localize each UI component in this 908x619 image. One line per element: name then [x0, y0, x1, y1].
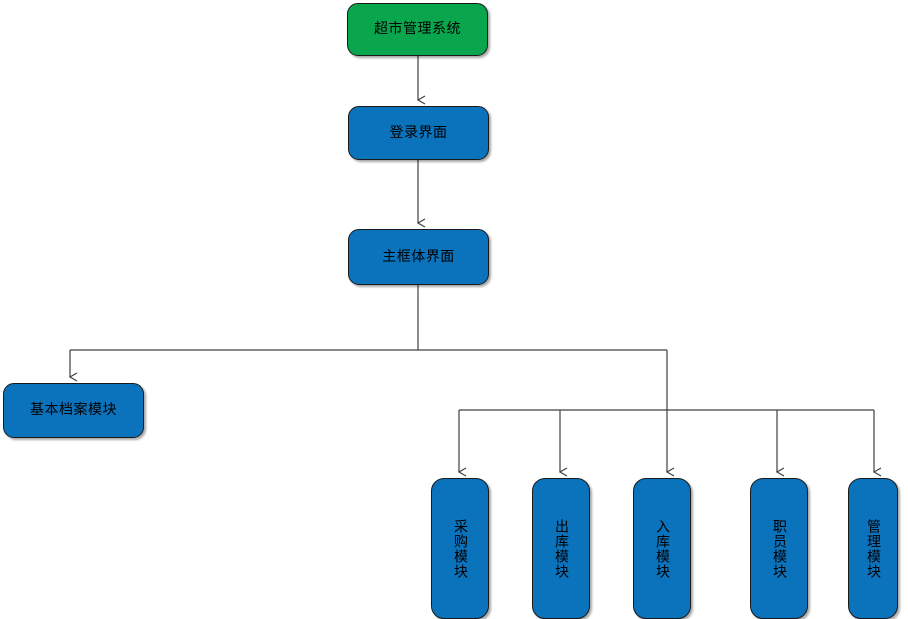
- node-inbound-module[interactable]: 入库模块: [633, 478, 691, 619]
- node-label: 采购模块: [452, 518, 469, 579]
- node-label: 职员模块: [771, 518, 788, 579]
- node-label: 登录界面: [389, 124, 448, 141]
- node-basic-archive-module[interactable]: 基本档案模块: [3, 383, 144, 438]
- node-label: 主框体界面: [382, 248, 455, 265]
- node-main-frame-interface[interactable]: 主框体界面: [348, 229, 489, 285]
- node-login-interface[interactable]: 登录界面: [348, 106, 489, 160]
- node-staff-module[interactable]: 职员模块: [750, 478, 808, 619]
- node-label: 入库模块: [654, 518, 671, 579]
- node-outbound-module[interactable]: 出库模块: [532, 478, 590, 619]
- node-label: 管理模块: [865, 518, 882, 579]
- node-label: 基本档案模块: [30, 402, 117, 419]
- node-label: 出库模块: [553, 518, 570, 579]
- node-label: 超市管理系统: [374, 21, 461, 38]
- node-management-module[interactable]: 管理模块: [848, 478, 898, 619]
- node-system-root[interactable]: 超市管理系统: [347, 3, 488, 56]
- node-purchase-module[interactable]: 采购模块: [431, 478, 489, 619]
